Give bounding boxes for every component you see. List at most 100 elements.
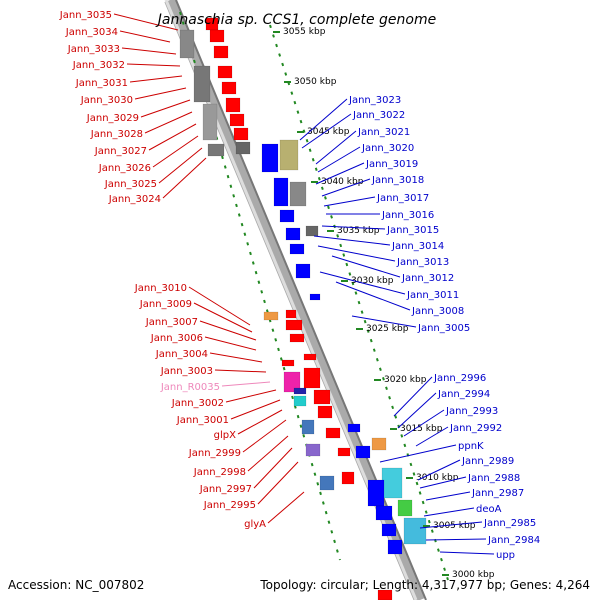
- gene-feature: [202, 103, 218, 141]
- label-leader: [242, 419, 287, 453]
- label-leader: [317, 146, 361, 173]
- gene-feature: [377, 589, 393, 600]
- label-leader: [403, 409, 445, 437]
- gene-feature: [283, 371, 301, 393]
- label-leader: [188, 286, 251, 326]
- gene-label-jann-3002: Jann_3002: [171, 398, 224, 409]
- gene-label-jann-3014: Jann_3014: [391, 241, 444, 252]
- scale-label-3045-kbp: 3045 kbp: [307, 127, 350, 137]
- scale-label-3030-kbp: 3030 kbp: [351, 276, 394, 286]
- gene-feature: [381, 523, 397, 537]
- scale-label-3025-kbp: 3025 kbp: [366, 324, 409, 334]
- label-leader: [199, 320, 257, 341]
- label-leader: [134, 87, 187, 100]
- scale-label-3020-kbp: 3020 kbp: [384, 375, 427, 385]
- gene-label-jann-3007: Jann_3007: [145, 317, 198, 328]
- label-leader: [237, 409, 283, 435]
- gene-label-jann-3009: Jann_3009: [139, 299, 192, 310]
- label-leader: [319, 271, 406, 295]
- label-leader: [315, 162, 365, 185]
- gene-label-jann-3001: Jann_3001: [176, 415, 229, 426]
- label-leader: [299, 98, 348, 141]
- label-leader: [148, 123, 197, 151]
- label-leader: [335, 281, 411, 311]
- gene-feature: [207, 143, 225, 157]
- label-leader: [129, 75, 183, 83]
- gene-label-jann-3020: Jann_3020: [361, 143, 414, 154]
- gene-feature: [305, 443, 321, 457]
- gene-feature: [261, 143, 279, 173]
- gene-feature: [263, 311, 279, 321]
- scale-label-3040-kbp: 3040 kbp: [321, 177, 364, 187]
- gene-label-jann-3035: Jann_3035: [59, 10, 112, 21]
- label-leader: [214, 369, 267, 373]
- gene-feature: [293, 387, 307, 395]
- label-leader: [417, 459, 461, 481]
- label-leader: [379, 444, 457, 463]
- label-leader: [253, 447, 293, 489]
- gene-feature: [285, 227, 301, 241]
- gene-feature: [289, 243, 305, 255]
- gene-label-jann-r0035: Jann_R0035: [160, 382, 220, 393]
- label-leader: [121, 47, 177, 55]
- scale-label-3015-kbp: 3015 kbp: [400, 424, 443, 434]
- gene-feature: [289, 181, 307, 207]
- gene-label-upp: upp: [496, 550, 515, 561]
- gene-label-jann-3031: Jann_3031: [75, 78, 128, 89]
- scale-label-3005-kbp: 3005 kbp: [433, 521, 476, 531]
- gene-feature: [397, 499, 413, 517]
- gene-label-jann-3028: Jann_3028: [90, 129, 143, 140]
- label-leader: [321, 225, 386, 230]
- label-leader: [140, 99, 191, 118]
- label-leader: [415, 426, 449, 447]
- scale-ring: [269, 24, 449, 581]
- gene-label-ppnk: ppnK: [458, 441, 484, 452]
- gene-feature: [305, 225, 319, 237]
- label-leader: [193, 302, 253, 333]
- label-leader: [425, 538, 487, 541]
- label-leader: [315, 130, 357, 165]
- label-leader: [397, 392, 437, 429]
- gene-feature: [341, 471, 355, 485]
- gene-feature: [285, 319, 303, 331]
- gene-features: [179, 17, 427, 600]
- gene-feature: [179, 29, 195, 59]
- gene-label-glpx: glpX: [214, 430, 236, 441]
- label-leader: [313, 235, 391, 246]
- gene-feature: [313, 389, 331, 405]
- gene-label-jann-3022: Jann_3022: [352, 110, 405, 121]
- label-leader: [144, 111, 193, 134]
- label-leader: [126, 63, 181, 67]
- label-leader: [267, 491, 305, 524]
- label-leader: [317, 245, 396, 262]
- gene-label-jann-2992: Jann_2992: [449, 423, 502, 434]
- gene-label-jann-3016: Jann_3016: [381, 210, 434, 221]
- label-leader: [162, 157, 207, 199]
- label-leader: [301, 113, 352, 149]
- gene-feature: [217, 65, 233, 79]
- label-leader: [158, 147, 203, 184]
- gene-label-jann-3026: Jann_3026: [98, 163, 151, 174]
- gene-label-jann-2996: Jann_2996: [433, 373, 486, 384]
- right-gene-labels: Jann_3023Jann_3022Jann_3021Jann_3020Jann…: [299, 95, 540, 561]
- label-leader: [323, 196, 376, 207]
- scale-label-3055-kbp: 3055 kbp: [283, 27, 326, 37]
- scale-label-3050-kbp: 3050 kbp: [294, 77, 337, 87]
- gene-feature: [387, 539, 403, 555]
- gene-label-jann-3025: Jann_3025: [104, 179, 157, 190]
- gene-feature: [285, 309, 297, 319]
- gene-label-jann-3019: Jann_3019: [365, 159, 418, 170]
- scale-label-3000-kbp: 3000 kbp: [452, 570, 495, 580]
- genome-backbone-shadow: [175, 0, 427, 600]
- label-leader: [419, 476, 467, 489]
- gene-label-jann-3003: Jann_3003: [160, 366, 213, 377]
- gene-feature: [273, 177, 289, 207]
- label-leader: [119, 30, 171, 43]
- gene-label-jann-3008: Jann_3008: [411, 306, 464, 317]
- scale-label-3035-kbp: 3035 kbp: [337, 226, 380, 236]
- gene-label-jann-2988: Jann_2988: [467, 473, 520, 484]
- gene-feature: [381, 467, 403, 499]
- gene-feature: [347, 423, 361, 433]
- gene-label-jann-3011: Jann_3011: [406, 290, 459, 301]
